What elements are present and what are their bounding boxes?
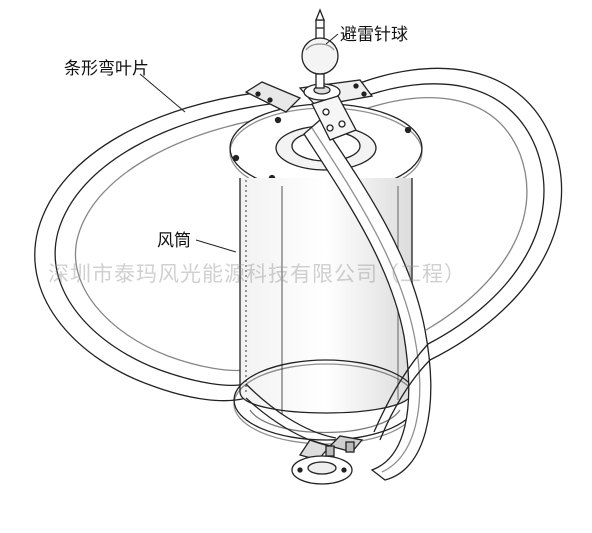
- lightning-rod-label: 避雷针球: [340, 25, 408, 45]
- blade-label: 条形弯叶片: [64, 59, 149, 79]
- company-watermark: 深圳市泰玛风光能源科技有限公司（工程）: [48, 262, 466, 286]
- wind-tube-label: 风筒: [157, 231, 191, 251]
- right-blade-loop: [351, 67, 563, 361]
- lightning-rod: [301, 8, 339, 89]
- left-blade-loop: [34, 91, 279, 402]
- leader-lines: [139, 33, 339, 253]
- front-blade-strip: [245, 119, 432, 481]
- bottom-mount: [291, 435, 364, 485]
- wind-tube-cylinder: [239, 178, 413, 414]
